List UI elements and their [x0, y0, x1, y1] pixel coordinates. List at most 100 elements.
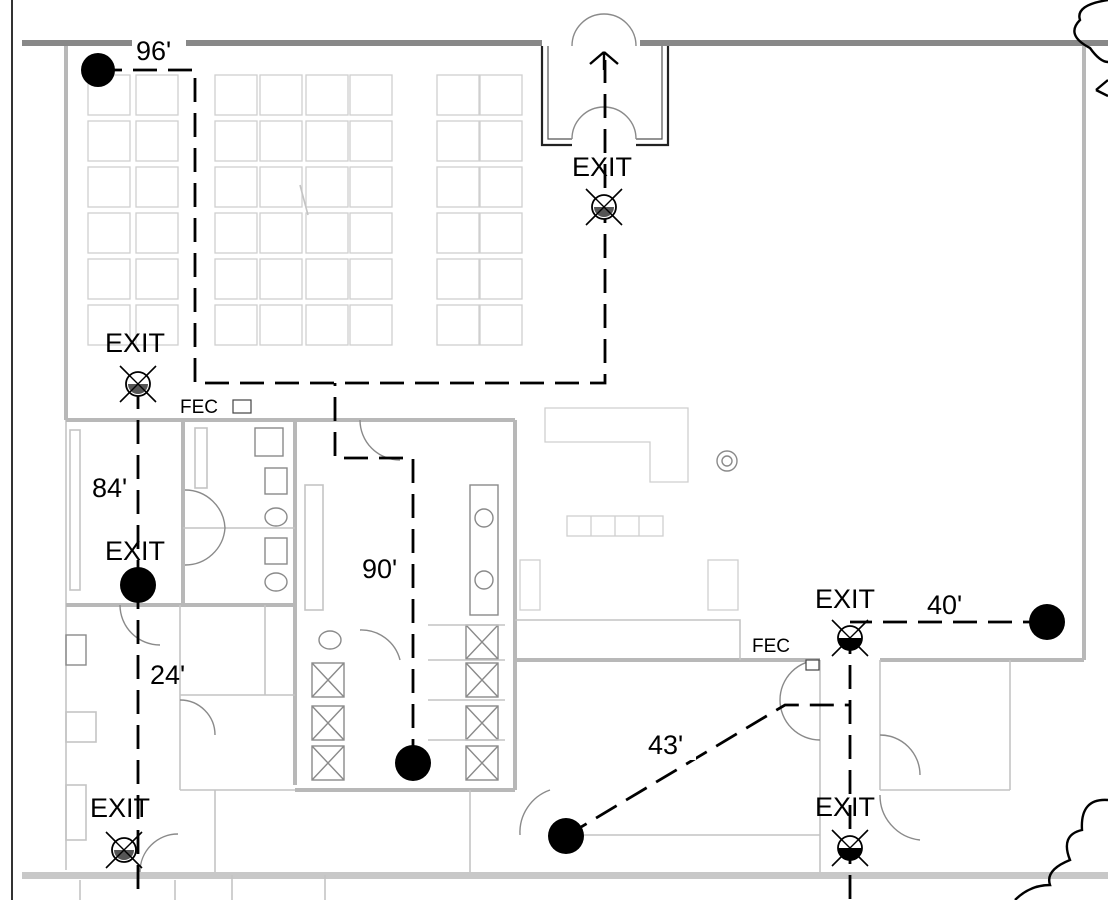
exit-signs — [105, 188, 869, 869]
dining-table — [349, 304, 393, 346]
distance-label-96: 96' — [136, 36, 171, 66]
exit-label-right-bottom: EXIT — [815, 792, 875, 822]
building-walls — [11, 0, 1108, 900]
exterior-wall-top-right — [640, 40, 1108, 46]
dining-table — [87, 258, 131, 300]
start-point-icon-e — [548, 818, 584, 854]
exit-vestibule-inner — [547, 46, 663, 140]
dining-table — [349, 120, 393, 162]
dining-table — [436, 212, 480, 254]
vestibule-door-swing — [571, 106, 637, 140]
exit-door-left-swing — [139, 833, 179, 873]
revision-cloud — [1014, 0, 1108, 900]
dining-table — [349, 166, 393, 208]
dining-table — [479, 120, 523, 162]
dining-table — [259, 74, 303, 116]
dining-table — [214, 304, 258, 346]
dining-table — [479, 258, 523, 300]
sink-icon — [254, 427, 284, 457]
dining-table — [214, 166, 258, 208]
dining-table — [259, 120, 303, 162]
dining-table — [436, 166, 480, 208]
storage-crate-icon — [465, 745, 499, 781]
dining-table — [87, 304, 131, 346]
top-exit-door-swing — [571, 13, 637, 47]
fire-extinguishers: FEC FEC — [180, 397, 820, 671]
restroom-fixtures — [194, 427, 505, 781]
storage-crate-icon — [465, 705, 499, 741]
dining-table — [135, 212, 179, 254]
restroom-door-a — [184, 489, 226, 529]
sink-icon-c — [474, 570, 494, 590]
kitchen-shelving — [69, 429, 81, 591]
dining-table — [87, 120, 131, 162]
exit-label-left-mid: EXIT — [105, 536, 165, 566]
dining-table — [305, 74, 349, 116]
dining-table — [135, 120, 179, 162]
egress-route-96 — [98, 60, 607, 385]
kitchen-sink-icon — [65, 634, 87, 666]
sink-icon-b — [474, 508, 494, 528]
dining-table — [214, 120, 258, 162]
distance-label-40: 40' — [927, 590, 962, 620]
dining-table — [214, 258, 258, 300]
fire-extinguisher-icon — [232, 399, 252, 414]
dining-table — [305, 304, 349, 346]
dining-table — [436, 304, 480, 346]
distance-label-90: 90' — [362, 554, 397, 584]
travel-start-points — [81, 53, 1065, 854]
exit-label-top: EXIT — [572, 152, 632, 182]
storage-crates — [311, 624, 499, 781]
partition-bench — [304, 484, 324, 611]
dining-table — [305, 258, 349, 300]
label-backdrop-d — [924, 590, 972, 620]
label-backdrop-c — [358, 552, 410, 584]
label-backdrop — [132, 36, 186, 64]
dining-table — [305, 166, 349, 208]
revision-arrow-icon — [1095, 79, 1108, 98]
partition-a — [194, 427, 208, 489]
exit-label-left-bottom: EXIT — [90, 793, 150, 823]
bar-area — [65, 184, 738, 841]
start-point-icon-b — [120, 567, 156, 603]
room-door — [179, 699, 216, 736]
revision-cloud-bottom — [1014, 798, 1108, 900]
restroom-door-c — [359, 419, 401, 461]
toilet-icon-b — [264, 572, 288, 592]
corridor-door-b — [519, 789, 551, 836]
distance-label-43: 43' — [648, 730, 683, 760]
toilet-icon-c — [318, 630, 342, 650]
exit-door-right-swing — [879, 794, 921, 841]
pillar-b — [707, 559, 739, 611]
restroom-door-b — [184, 527, 226, 566]
counter-wall — [515, 619, 741, 660]
floor-drain-icon — [716, 450, 738, 472]
exterior-wall-bottom — [22, 872, 1108, 879]
dining-table — [479, 212, 523, 254]
dining-table — [436, 258, 480, 300]
dining-table — [436, 74, 480, 116]
dining-table — [259, 166, 303, 208]
restroom-door-d — [359, 629, 401, 661]
dining-table — [436, 120, 480, 162]
dining-table — [349, 74, 393, 116]
dining-table — [135, 304, 179, 346]
dining-table — [214, 74, 258, 116]
fire-extinguisher-icon-b — [805, 659, 820, 671]
exit-light-icon — [831, 619, 869, 657]
dining-table — [305, 212, 349, 254]
start-point-icon — [81, 53, 115, 87]
exterior-wall-top-left — [22, 40, 542, 46]
office-door — [879, 734, 921, 776]
dining-table — [259, 212, 303, 254]
dining-table — [87, 212, 131, 254]
appliance-b — [65, 784, 87, 841]
start-point-icon-c — [395, 745, 431, 781]
storage-crate-icon — [465, 662, 499, 698]
exit-arrow-icon — [589, 51, 619, 70]
dining-table — [259, 258, 303, 300]
storage-crate-icon — [311, 662, 345, 698]
storefront-doors — [79, 875, 326, 900]
fec-label-left: FEC — [180, 397, 218, 418]
fec-label-right: FEC — [752, 636, 790, 657]
